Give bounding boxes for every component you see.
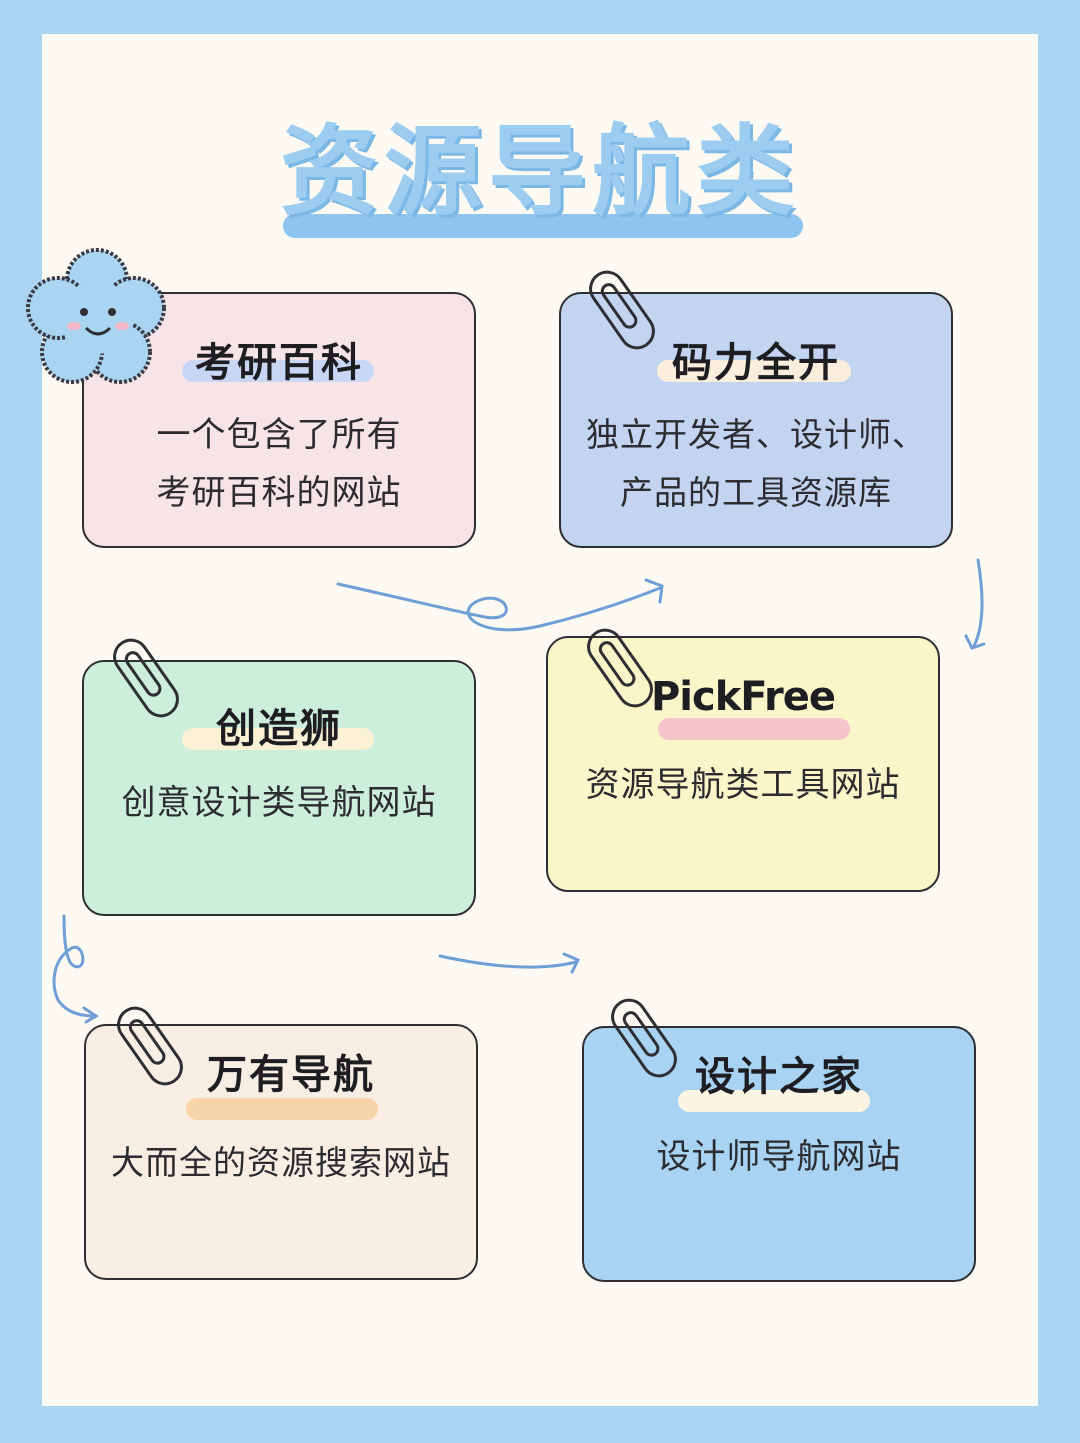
card-kaoyan[interactable]: 考研百科 一个包含了所有 考研百科的网站 <box>82 292 476 548</box>
card-title: 创造狮 <box>216 706 342 752</box>
card-description-line: 考研百科的网站 <box>156 473 402 513</box>
card-title-highlight <box>182 728 374 750</box>
page-title: 资源导航类 <box>279 115 800 229</box>
card-description-line: 独立开发者、设计师、 <box>586 415 926 454</box>
card-description: 独立开发者、设计师、 产品的工具资源库 <box>561 406 951 522</box>
card-mali[interactable]: 码力全开 独立开发者、设计师、 产品的工具资源库 <box>559 292 953 548</box>
card-description: 一个包含了所有 考研百科的网站 <box>84 406 474 522</box>
card-description-line: 产品的工具资源库 <box>620 473 892 512</box>
card-description-line: 大而全的资源搜索网站 <box>111 1143 451 1182</box>
curly-arrow-icon <box>52 914 99 1024</box>
card-pickfree[interactable]: PickFree 资源导航类工具网站 <box>546 636 940 892</box>
card-title-highlight <box>657 360 851 382</box>
card-description-line: 创意设计类导航网站 <box>121 783 437 823</box>
card-title-highlight <box>182 360 374 382</box>
card-description-line: 资源导航类工具网站 <box>585 765 901 805</box>
card-title: 设计之家 <box>695 1054 863 1100</box>
card-wanyou[interactable]: 万有导航 大而全的资源搜索网站 <box>84 1024 478 1280</box>
card-shejizhijia[interactable]: 设计之家 设计师导航网站 <box>582 1026 976 1282</box>
card-title: 码力全开 <box>672 340 840 386</box>
curly-arrow-icon <box>964 558 986 650</box>
card-title: 万有导航 <box>207 1052 375 1098</box>
card-title-highlight <box>658 718 850 740</box>
card-title-highlight <box>678 1090 870 1112</box>
card-description: 大而全的资源搜索网站 <box>86 1134 476 1192</box>
card-description: 设计师导航网站 <box>584 1128 974 1186</box>
card-description: 创意设计类导航网站 <box>84 774 474 832</box>
title-underline <box>283 214 803 238</box>
card-description-line: 一个包含了所有 <box>156 415 402 455</box>
card-title-highlight <box>186 1098 378 1120</box>
card-description: 资源导航类工具网站 <box>548 756 938 814</box>
card-title: PickFree <box>650 674 836 720</box>
card-description-line: 设计师导航网站 <box>656 1137 902 1177</box>
curly-arrow-icon <box>438 952 581 974</box>
card-title: 考研百科 <box>195 340 363 386</box>
smiling-flower-icon <box>26 248 166 384</box>
curly-arrow-icon <box>336 578 664 632</box>
